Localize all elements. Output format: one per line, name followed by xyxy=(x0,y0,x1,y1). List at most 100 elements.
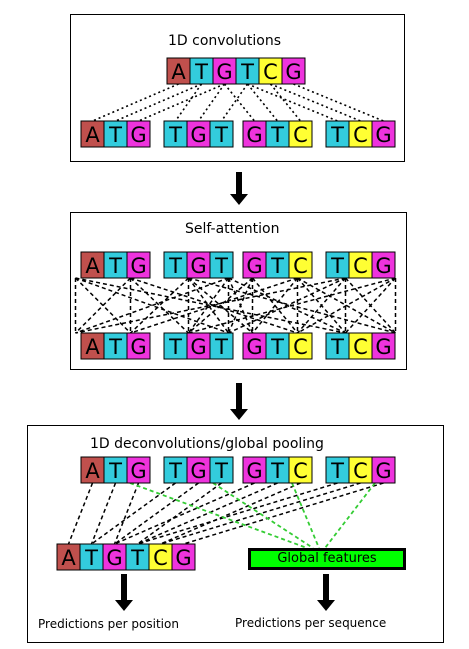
attention-link xyxy=(75,277,346,334)
attn-top-kmer-2-letter: T xyxy=(214,254,228,278)
deconv-kmer-4-letter: T xyxy=(330,459,344,483)
attn-bottom-kmer-3-letter: T xyxy=(270,335,284,359)
attn-bottom-kmer-2-letter: T xyxy=(168,335,182,359)
attention-link xyxy=(75,277,346,334)
attn-top-kmer-4-letter: T xyxy=(330,254,344,278)
conv-input-seq-cell xyxy=(281,57,306,85)
conv-kmer-2-letter: T xyxy=(168,123,182,147)
attention-link xyxy=(75,277,229,334)
conv-connection xyxy=(247,83,338,122)
attention-link xyxy=(129,277,190,334)
conv-kmer-2-letter: T xyxy=(214,123,228,147)
attn-title: Self-attention xyxy=(185,221,280,237)
conv-connection xyxy=(197,83,226,122)
deconv-link xyxy=(137,482,278,545)
deconv-kmer-1-letter: G xyxy=(130,459,146,483)
conv-connection xyxy=(220,83,249,122)
conv-input-seq-letter: T xyxy=(240,60,254,84)
attention-link xyxy=(297,277,396,334)
attn-top-kmer-1-letter: T xyxy=(108,254,122,278)
conv-kmer-1-letter: G xyxy=(130,123,146,147)
conv-connection xyxy=(138,83,225,122)
attention-link xyxy=(344,277,397,334)
attn-bottom-kmer-1-letter: A xyxy=(85,335,100,359)
conv-kmer-2-letter: G xyxy=(190,123,206,147)
attn-bottom-kmer-2-letter: T xyxy=(214,335,228,359)
conv-connection xyxy=(270,83,361,122)
attn-top-kmer-4-cell xyxy=(371,251,396,279)
conv-title: 1D convolutions xyxy=(168,33,281,49)
deconv-kmer-3-cell xyxy=(288,456,313,484)
deconv-kmer-1-cell xyxy=(126,456,151,484)
conv-connection xyxy=(92,83,179,122)
output-seq-letter: A xyxy=(61,546,76,570)
deconv-link xyxy=(114,482,255,545)
attn-bottom-kmer-2-letter: G xyxy=(190,335,206,359)
deconv-link xyxy=(137,482,338,545)
attn-top-kmer-1-letter: A xyxy=(85,254,100,278)
output-seq-letter: C xyxy=(153,546,168,570)
deconv-kmer-2-letter: T xyxy=(168,459,182,483)
attn-top-kmer-4-letter: C xyxy=(353,254,368,278)
output-seq-letter: G xyxy=(175,546,191,570)
deconv-link xyxy=(90,482,117,545)
deconv-kmer-4-letter: G xyxy=(375,459,391,483)
conv-kmer-3-letter: C xyxy=(293,123,308,147)
arrow-attn-deconv-head xyxy=(230,409,248,420)
deconv-kmer-2-letter: T xyxy=(214,459,228,483)
deconv-link xyxy=(67,482,94,545)
attn-top-kmer-3-letter: G xyxy=(246,254,262,278)
conv-kmer-1-letter: A xyxy=(85,123,100,147)
conv-input-seq-letter: A xyxy=(171,60,186,84)
attn-top-kmer-2-letter: T xyxy=(168,254,182,278)
arrow-conv-attn-head xyxy=(230,194,248,205)
attn-bottom-kmer-4-letter: C xyxy=(353,335,368,359)
deconv-kmer-1-letter: T xyxy=(108,459,122,483)
attn-bottom-kmer-4-letter: T xyxy=(330,335,344,359)
deconv-kmer-3-letter: T xyxy=(270,459,284,483)
deconv-link xyxy=(160,482,301,545)
global-pool-link xyxy=(212,482,314,549)
conv-kmer-4-letter: T xyxy=(330,123,344,147)
deconv-kmer-4-cell xyxy=(371,456,396,484)
conv-input-seq-letter: C xyxy=(263,60,278,84)
arrow-per-position-head xyxy=(115,600,133,611)
conv-kmer-3-cell xyxy=(288,120,313,148)
attn-bottom-kmer-3-letter: C xyxy=(293,335,308,359)
output-seq-letter: T xyxy=(130,546,144,570)
deconv-link xyxy=(137,482,222,545)
attn-bottom-kmer-3-letter: G xyxy=(246,335,262,359)
attention-link xyxy=(74,277,132,334)
deconv-title: 1D deconvolutions/global pooling xyxy=(90,436,324,452)
conv-connection xyxy=(293,83,384,122)
attention-link xyxy=(296,277,347,334)
conv-kmer-2-cell xyxy=(209,120,234,148)
attn-bottom-kmer-4-letter: G xyxy=(375,335,391,359)
conv-connection xyxy=(115,83,202,122)
attention-link xyxy=(187,277,230,334)
attn-top-kmer-2-cell xyxy=(209,251,234,279)
deconv-link xyxy=(114,482,199,545)
conv-kmer-4-letter: G xyxy=(375,123,391,147)
attention-link xyxy=(227,277,254,334)
conv-input-seq-letter: T xyxy=(194,60,208,84)
conv-connection xyxy=(223,83,256,122)
output-seq-letter: T xyxy=(84,546,98,570)
attn-top-kmer-2-letter: G xyxy=(190,254,206,278)
global-pool-link xyxy=(129,482,308,549)
deconv-kmer-4-letter: C xyxy=(353,459,368,483)
conv-kmer-3-letter: T xyxy=(270,123,284,147)
attn-bottom-kmer-1-letter: G xyxy=(130,335,146,359)
attention-link xyxy=(129,277,190,334)
global-pool-link xyxy=(324,482,376,549)
attn-bottom-kmer-2-cell xyxy=(209,332,234,360)
deconv-link xyxy=(113,482,140,545)
attn-bottom-kmer-3-cell xyxy=(288,332,313,360)
output-seq-letter: G xyxy=(106,546,122,570)
deconv-kmer-1-letter: A xyxy=(85,459,100,483)
deconv-kmer-2-letter: G xyxy=(190,459,206,483)
attn-bottom-kmer-1-letter: T xyxy=(108,335,122,359)
attn-top-kmer-3-letter: T xyxy=(270,254,284,278)
deconv-kmer-3-letter: C xyxy=(293,459,308,483)
